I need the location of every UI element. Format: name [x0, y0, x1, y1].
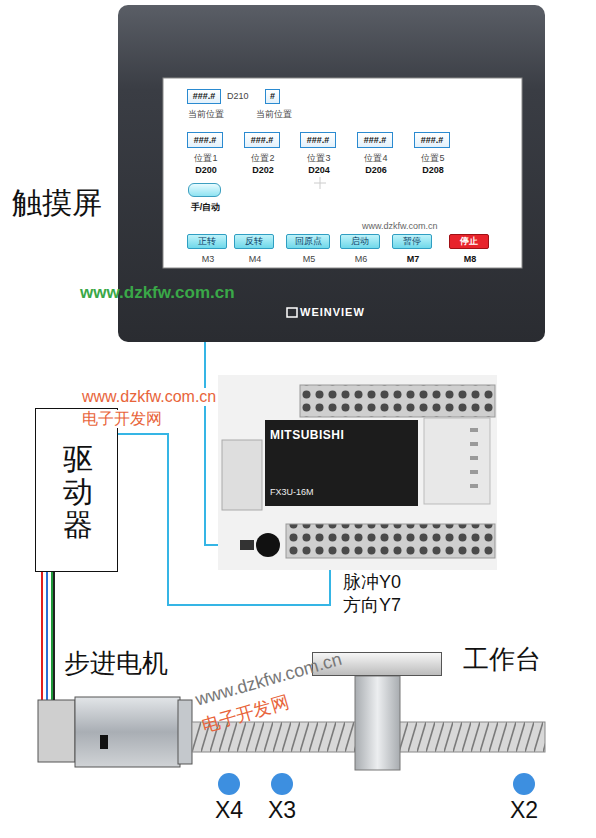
node-text: ###.#	[364, 135, 387, 145]
stepper-motor: 步进电机	[38, 697, 192, 767]
hmi-button: 正转M3	[187, 234, 227, 249]
node-text: #	[270, 91, 275, 101]
field-label: 位置1	[194, 153, 217, 163]
relay-address: M4	[249, 254, 262, 264]
value-display: #当前位置	[265, 89, 280, 104]
hmi-button: 停止M8	[449, 234, 489, 249]
register-name: D208	[422, 165, 444, 175]
node-text: 反转	[245, 236, 263, 246]
input-name: X4	[215, 797, 243, 823]
plc-port	[256, 533, 280, 557]
part-name: 工作台	[463, 645, 541, 675]
hmi-button: 回原点M5	[286, 234, 330, 249]
field-label: 位置4	[364, 153, 387, 163]
field-label: 位置3	[307, 153, 330, 163]
relay-address: M3	[202, 254, 215, 264]
relay-address: M6	[355, 254, 368, 264]
node-text: 正转	[198, 236, 216, 246]
toggle-label: 手/自动	[191, 202, 221, 212]
driver-box: 驱动器	[35, 408, 118, 572]
watermark: www.dzkfw.com.cn	[82, 388, 216, 406]
node-text: ###.#	[193, 91, 216, 101]
register-name: D204	[308, 165, 330, 175]
brand-logo: WEINVIEW	[300, 306, 365, 319]
signal-name: 脉冲Y0	[343, 572, 401, 593]
node-text: ###.#	[307, 135, 330, 145]
motor-label	[100, 735, 108, 749]
wire	[46, 572, 48, 700]
plc-unit: MITSUBISHI FX3U-16M	[218, 375, 497, 570]
watermark: www.dzkfw.com.cn	[362, 221, 438, 231]
wire	[41, 572, 43, 700]
node-text: 暂停	[403, 236, 421, 246]
motor-cable	[53, 572, 55, 700]
hmi-button: 暂停M7	[392, 234, 432, 249]
hmi-screen	[163, 78, 522, 268]
plc-leds	[470, 428, 478, 488]
value-display: ###.#D210当前位置	[187, 89, 221, 104]
plc-panel	[265, 420, 418, 506]
model-number: FX3U-16M	[270, 487, 314, 497]
hmi-button: 反转M4	[234, 234, 274, 249]
signal-cable	[118, 434, 330, 605]
node-text: ###.#	[421, 135, 444, 145]
logo-icon	[287, 308, 297, 317]
field-label: 位置2	[251, 153, 274, 163]
register-name: D202	[252, 165, 274, 175]
node-text: 停止	[460, 236, 478, 246]
motor-body	[75, 697, 180, 767]
relay-address: M5	[303, 254, 316, 264]
brand-name: MITSUBISHI	[270, 429, 344, 443]
register-name: D210	[227, 91, 249, 101]
signal-cable	[205, 342, 218, 545]
value-display: ###.#位置1D200	[187, 132, 223, 148]
wire	[51, 572, 53, 700]
plc-port	[240, 540, 254, 550]
input-name: X2	[510, 797, 538, 823]
part-name: 步进电机	[64, 649, 168, 679]
plc-terminals	[286, 524, 495, 558]
field-label: 当前位置	[188, 109, 224, 119]
crosshair	[314, 177, 326, 189]
node-text: 驱动器	[63, 442, 93, 541]
limit-sensor: X4	[218, 773, 240, 795]
watermark: www.dzkfw.com.cn	[80, 283, 235, 303]
watermark: 电子开发网	[82, 410, 162, 428]
signal-name: 方向Y7	[343, 595, 401, 616]
motor-connector	[38, 700, 75, 762]
plc-port-cover	[222, 440, 262, 510]
slider-block	[355, 676, 400, 770]
plc-led-panel	[424, 418, 490, 504]
register-name: D206	[365, 165, 387, 175]
register-name: D200	[195, 165, 217, 175]
node-text: 启动	[351, 236, 369, 246]
value-display: ###.#位置2D202	[244, 132, 280, 148]
node-text: ###.#	[251, 135, 274, 145]
input-name: X3	[268, 797, 296, 823]
value-display: ###.#位置5D208	[414, 132, 450, 148]
field-label: 位置5	[421, 153, 444, 163]
relay-address: M8	[464, 254, 477, 264]
plc-photo	[218, 375, 497, 570]
relay-address: M7	[407, 254, 420, 264]
field-label: 当前位置	[256, 109, 292, 119]
device-name: 触摸屏	[12, 186, 102, 221]
value-display: ###.#位置4D206	[357, 132, 393, 148]
motor-flange	[178, 700, 192, 764]
limit-sensor: X2	[513, 773, 535, 795]
node-text: 回原点	[295, 236, 322, 246]
toggle-switch: 手/自动	[188, 183, 221, 197]
plc-terminals	[300, 385, 495, 417]
hmi-button: 启动M6	[340, 234, 380, 249]
value-display: ###.#位置3D204	[300, 132, 336, 148]
limit-sensor: X3	[271, 773, 293, 795]
node-text: ###.#	[194, 135, 217, 145]
